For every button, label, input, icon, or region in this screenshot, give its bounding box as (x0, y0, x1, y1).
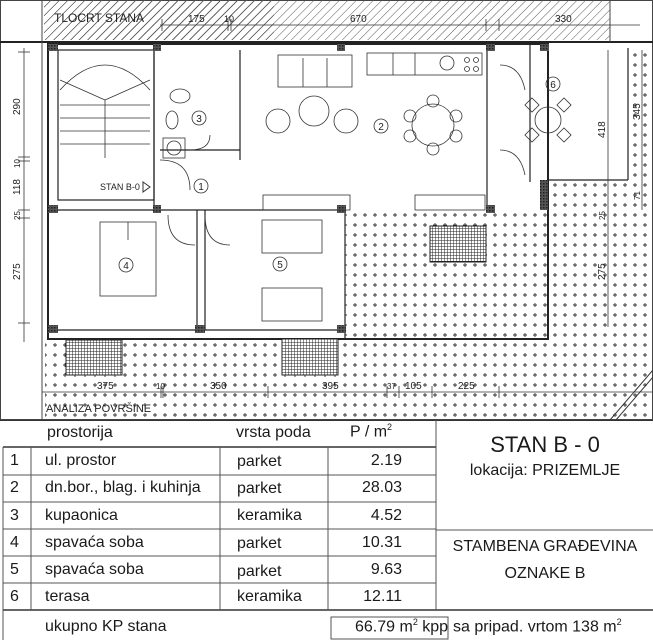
room-marker-3: 3 (196, 114, 202, 125)
building-line2: OZNAKE B (504, 565, 586, 582)
building-line1: STAMBENA GRAĐEVINA (452, 538, 638, 555)
header-floor: vrsta poda (236, 424, 311, 441)
unit-title: STAN B - 0 (490, 432, 600, 457)
svg-text:418: 418 (597, 121, 608, 138)
svg-text:105: 105 (405, 381, 422, 392)
garden-note: sa pripad. vrtom 138 m2 (453, 617, 622, 636)
svg-text:375: 375 (97, 381, 114, 392)
plan-title: TLOCRT STANA (54, 11, 144, 25)
room-marker-5: 5 (277, 260, 283, 271)
header-area: P / m2 (350, 422, 393, 441)
room-marker-4: 4 (123, 261, 129, 272)
svg-text:37: 37 (387, 382, 396, 391)
room-marker-2: 2 (378, 122, 384, 133)
table-lines (0, 420, 653, 640)
svg-text:345: 345 (632, 103, 643, 120)
svg-text:10: 10 (13, 159, 22, 168)
svg-text:10: 10 (224, 14, 234, 24)
total-value: 66.79 m2 kpp (355, 617, 449, 636)
svg-text:118: 118 (12, 179, 23, 195)
room-marker-6: 6 (550, 80, 556, 91)
svg-text:25: 25 (598, 211, 607, 220)
svg-text:275: 275 (12, 263, 23, 280)
svg-text:330: 330 (555, 14, 572, 25)
svg-text:25: 25 (13, 211, 22, 220)
floor-plan: TLOCRT STANA 175 10 670 330 290 10 118 2… (0, 0, 653, 420)
room-marker-1: 1 (198, 182, 204, 193)
svg-text:175: 175 (188, 14, 205, 25)
section-label: ANALIZA POVRŠINE (46, 402, 151, 415)
svg-text:275: 275 (597, 263, 608, 280)
svg-text:10: 10 (156, 382, 165, 391)
svg-text:290: 290 (12, 98, 23, 115)
total-label: ukupno KP stana (45, 618, 167, 635)
unit-location: lokacija: PRIZEMLJE (469, 462, 621, 479)
apartment-tag: STAN B-0 (100, 182, 140, 192)
svg-text:395: 395 (322, 381, 339, 392)
svg-text:71: 71 (633, 191, 642, 200)
header-room: prostorija (47, 424, 113, 441)
svg-text:225: 225 (458, 381, 475, 392)
svg-text:670: 670 (350, 14, 367, 25)
svg-text:350: 350 (210, 381, 227, 392)
